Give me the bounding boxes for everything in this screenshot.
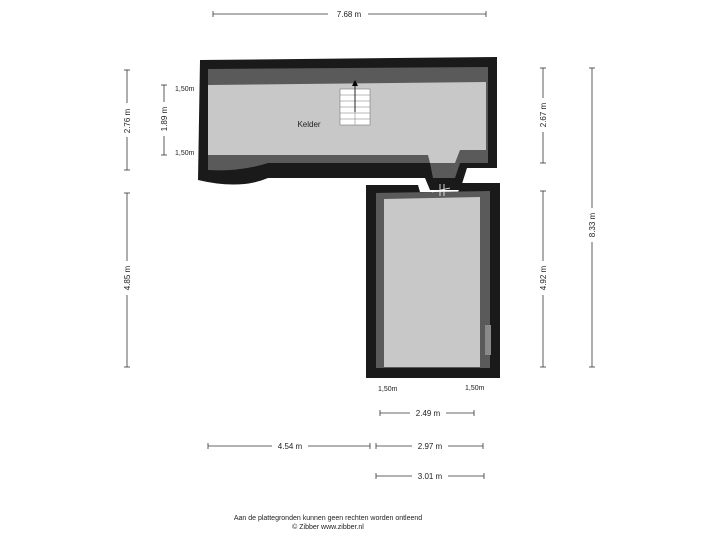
dim-left-lower-label: 4.85 m <box>123 265 132 290</box>
dim-left-upper-label: 2.76 m <box>123 108 132 133</box>
dim-left-inner-label: 1.89 m <box>160 106 169 131</box>
room-label: Kelder <box>297 120 320 129</box>
dim-right-lower: 4.92 m <box>538 190 548 368</box>
stairs <box>339 80 371 126</box>
dim-right-total-label: 8.33 m <box>588 212 597 237</box>
dim-right-lower-label: 4.92 m <box>539 265 548 290</box>
stair-arrow-icon <box>352 80 358 86</box>
dim-right-upper-label: 2.67 m <box>539 102 548 127</box>
dim-bottom-outer-label: 3.01 m <box>418 472 443 481</box>
dim-left-lower: 4.85 m <box>122 192 132 368</box>
dim-bottom-right: 2.97 m <box>375 440 484 452</box>
dim-left-inner: 1.89 m <box>159 84 169 156</box>
lower-room-floor <box>384 197 480 367</box>
door-marker <box>431 184 451 196</box>
dim-bottom-inner: 2.49 m <box>379 407 475 419</box>
dim-right-total: 8.33 m <box>587 67 597 368</box>
dim-bottom-right-label: 2.97 m <box>418 442 443 451</box>
lower-room-window <box>485 325 491 355</box>
height-lower-left: 1,50m <box>378 386 398 393</box>
lower-room <box>366 183 500 378</box>
dim-bottom-outer: 3.01 m <box>375 470 485 482</box>
dim-bottom-left: 4.54 m <box>207 440 371 452</box>
height-upper-bottom: 1,50m <box>175 150 195 157</box>
dim-top-width-label: 7.68 m <box>337 10 362 19</box>
footer-disclaimer: Aan de plattegronden kunnen geen rechten… <box>233 515 423 522</box>
height-lower-right: 1,50m <box>465 385 485 392</box>
footer-copyright: © Zibber www.zibber.nl <box>292 524 364 531</box>
dim-left-upper: 2.76 m <box>122 69 132 171</box>
dim-top-width: 7.68 m <box>212 8 487 20</box>
dim-bottom-inner-label: 2.49 m <box>416 409 441 418</box>
dim-right-upper: 2.67 m <box>538 67 548 164</box>
dim-bottom-left-label: 4.54 m <box>278 442 303 451</box>
height-upper-top: 1,50m <box>175 86 195 93</box>
